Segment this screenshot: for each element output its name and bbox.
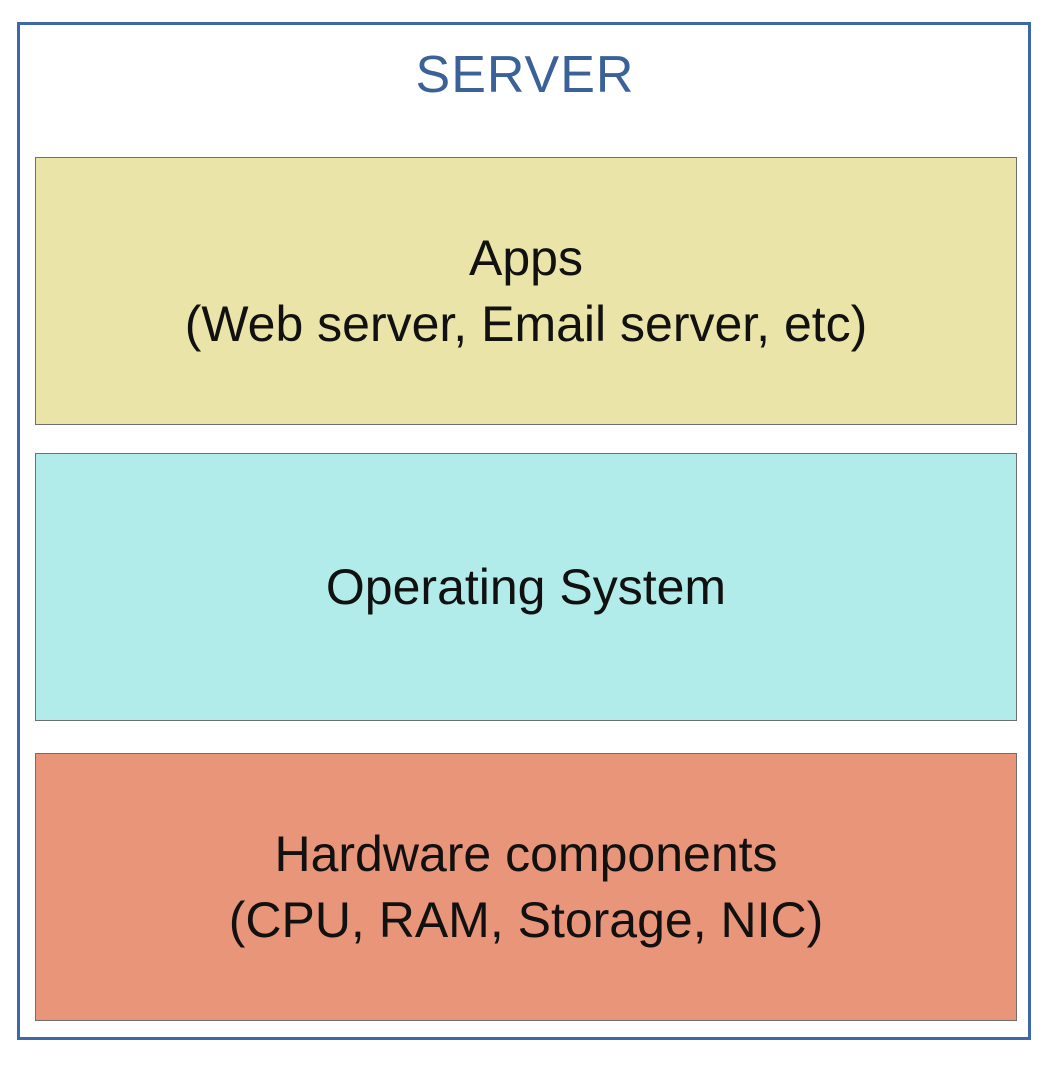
- hardware-layer: Hardware components (CPU, RAM, Storage, …: [35, 753, 1017, 1021]
- apps-layer-title: Apps: [469, 230, 583, 286]
- operating-system-layer-title: Operating System: [325, 559, 727, 615]
- apps-layer: Apps (Web server, Email server, etc): [35, 157, 1017, 425]
- server-title: SERVER: [415, 46, 635, 104]
- hardware-layer-examples: (CPU, RAM, Storage, NIC): [228, 892, 824, 948]
- hardware-layer-title: Hardware components: [274, 826, 778, 882]
- apps-layer-examples: (Web server, Email server, etc): [184, 296, 868, 352]
- operating-system-layer: Operating System: [35, 453, 1017, 721]
